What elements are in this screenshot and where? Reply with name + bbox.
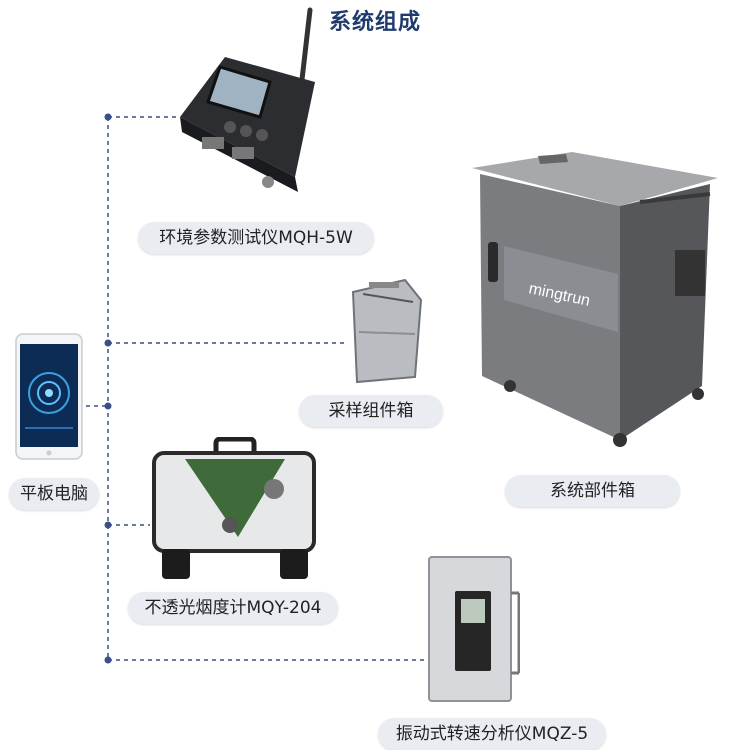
tablet-label: 平板电脑 bbox=[9, 478, 99, 510]
node-dot bbox=[104, 656, 112, 664]
vibration-meter-label: 振动式转速分析仪MQZ-5 bbox=[378, 718, 606, 750]
env-meter-device bbox=[180, 7, 315, 192]
vibration-meter-device bbox=[428, 556, 520, 702]
sampling-box-device bbox=[351, 278, 423, 384]
node-dot bbox=[104, 339, 112, 347]
system-box-label: 系统部件箱 bbox=[505, 475, 680, 507]
env-meter-label: 环境参数测试仪MQH-5W bbox=[138, 222, 374, 254]
system-box-device: mingtrun bbox=[472, 152, 718, 447]
node-dot bbox=[104, 521, 112, 529]
node-dot bbox=[104, 113, 112, 121]
smoke-meter-label: 不透光烟度计MQY-204 bbox=[128, 592, 338, 624]
smoke-meter-device bbox=[152, 437, 316, 579]
sampling-box-label: 采样组件箱 bbox=[299, 395, 443, 427]
tablet-device bbox=[15, 333, 83, 460]
node-dot bbox=[104, 402, 112, 410]
page-title: 系统组成 bbox=[328, 10, 421, 35]
